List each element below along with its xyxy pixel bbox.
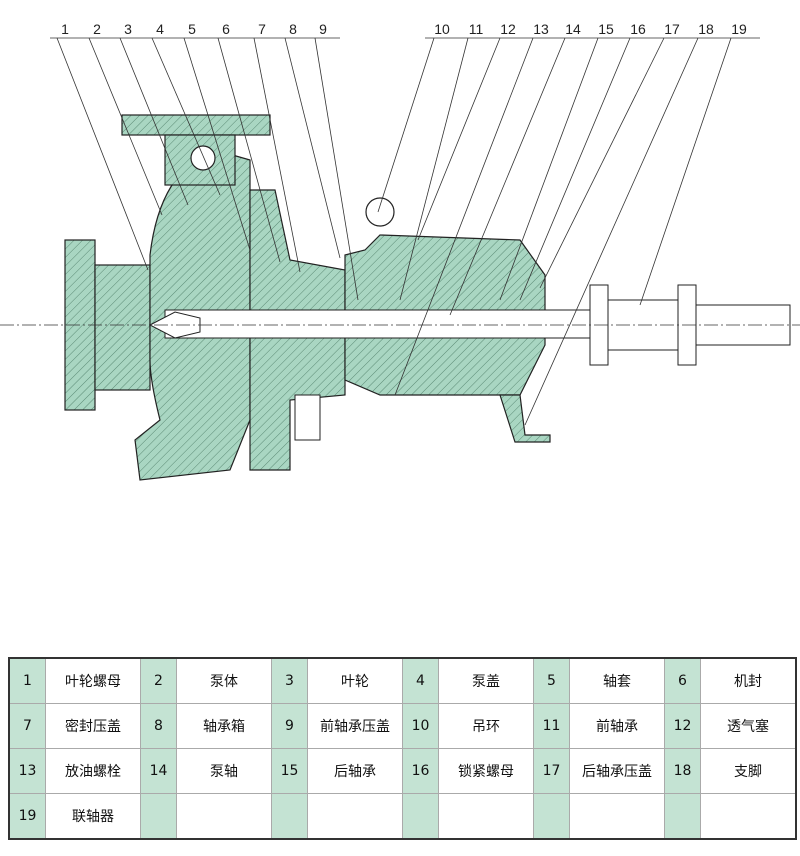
part-number: 4 — [402, 657, 439, 704]
shaft-and-coupling — [148, 284, 791, 441]
part-number: 3 — [271, 657, 308, 704]
leader-line — [499, 37, 599, 301]
part-name: 透气塞 — [700, 703, 797, 749]
part-number: 14 — [140, 748, 177, 794]
part-number: 7 — [8, 703, 46, 749]
part-name: 吊环 — [438, 703, 534, 749]
part-name: 泵体 — [176, 657, 272, 704]
part-number: 13 — [8, 748, 46, 794]
callout-label: 4 — [156, 21, 164, 37]
callout-label: 13 — [533, 21, 549, 37]
callout-label: 8 — [289, 21, 297, 37]
callout-label: 11 — [469, 21, 484, 37]
part-number: 6 — [664, 657, 701, 704]
part-number: 5 — [533, 657, 570, 704]
leader-line — [88, 37, 163, 216]
leader-line — [217, 37, 281, 263]
leader-line — [253, 37, 301, 273]
leader-line — [377, 37, 435, 213]
part-number: 17 — [533, 748, 570, 794]
part-name: 锁紧螺母 — [438, 748, 534, 794]
part-name — [569, 793, 665, 840]
part-number: 10 — [402, 703, 439, 749]
leader-line — [524, 37, 699, 426]
callout-label: 2 — [93, 21, 101, 37]
part-number: 2 — [140, 657, 177, 704]
part-name — [700, 793, 797, 840]
callout-label: 17 — [664, 21, 680, 37]
callout-label: 15 — [598, 21, 614, 37]
leader-line — [314, 37, 359, 301]
callout-label: 14 — [565, 21, 581, 37]
callout-label: 18 — [698, 21, 714, 37]
leader-line — [284, 37, 341, 259]
part-name: 前轴承 — [569, 703, 665, 749]
part-number: 1 — [8, 657, 46, 704]
part-name — [438, 793, 534, 840]
leader-line — [394, 37, 534, 396]
leader-line — [119, 37, 189, 206]
callout-label: 3 — [124, 21, 132, 37]
part-number: 9 — [271, 703, 308, 749]
leader-line — [417, 37, 501, 241]
part-number — [140, 793, 177, 840]
part-number: 16 — [402, 748, 439, 794]
leader-line — [151, 37, 221, 196]
part-number: 18 — [664, 748, 701, 794]
part-number: 11 — [533, 703, 570, 749]
part-name: 后轴承压盖 — [569, 748, 665, 794]
callout-label: 6 — [222, 21, 230, 37]
part-number: 12 — [664, 703, 701, 749]
part-name: 后轴承 — [307, 748, 403, 794]
part-number — [664, 793, 701, 840]
leader-line — [449, 37, 566, 316]
part-name: 放油螺栓 — [45, 748, 141, 794]
part-name: 轴套 — [569, 657, 665, 704]
part-name — [307, 793, 403, 840]
leader-line — [56, 37, 149, 271]
callout-label: 1 — [61, 21, 69, 37]
callout-label: 7 — [258, 21, 266, 37]
leader-line — [399, 37, 469, 301]
part-number: 19 — [8, 793, 46, 840]
leader-line — [183, 37, 251, 251]
part-number: 8 — [140, 703, 177, 749]
part-name: 机封 — [700, 657, 797, 704]
part-name: 轴承箱 — [176, 703, 272, 749]
part-number: 15 — [271, 748, 308, 794]
callout-label: 16 — [630, 21, 646, 37]
part-name: 泵轴 — [176, 748, 272, 794]
callout-label: 5 — [188, 21, 196, 37]
part-name: 叶轮螺母 — [45, 657, 141, 704]
callout-label: 9 — [319, 21, 327, 37]
callout-label: 10 — [434, 21, 450, 37]
leader-line — [519, 37, 631, 301]
callout-label: 12 — [500, 21, 516, 37]
part-name — [176, 793, 272, 840]
part-name: 前轴承压盖 — [307, 703, 403, 749]
callout-label: 19 — [731, 21, 747, 37]
leader-line — [639, 37, 732, 306]
part-name: 泵盖 — [438, 657, 534, 704]
part-number — [402, 793, 439, 840]
part-name: 联轴器 — [45, 793, 141, 840]
part-name: 叶轮 — [307, 657, 403, 704]
part-name: 支脚 — [700, 748, 797, 794]
part-name: 密封压盖 — [45, 703, 141, 749]
part-number — [533, 793, 570, 840]
leader-line — [539, 37, 665, 289]
part-number — [271, 793, 308, 840]
